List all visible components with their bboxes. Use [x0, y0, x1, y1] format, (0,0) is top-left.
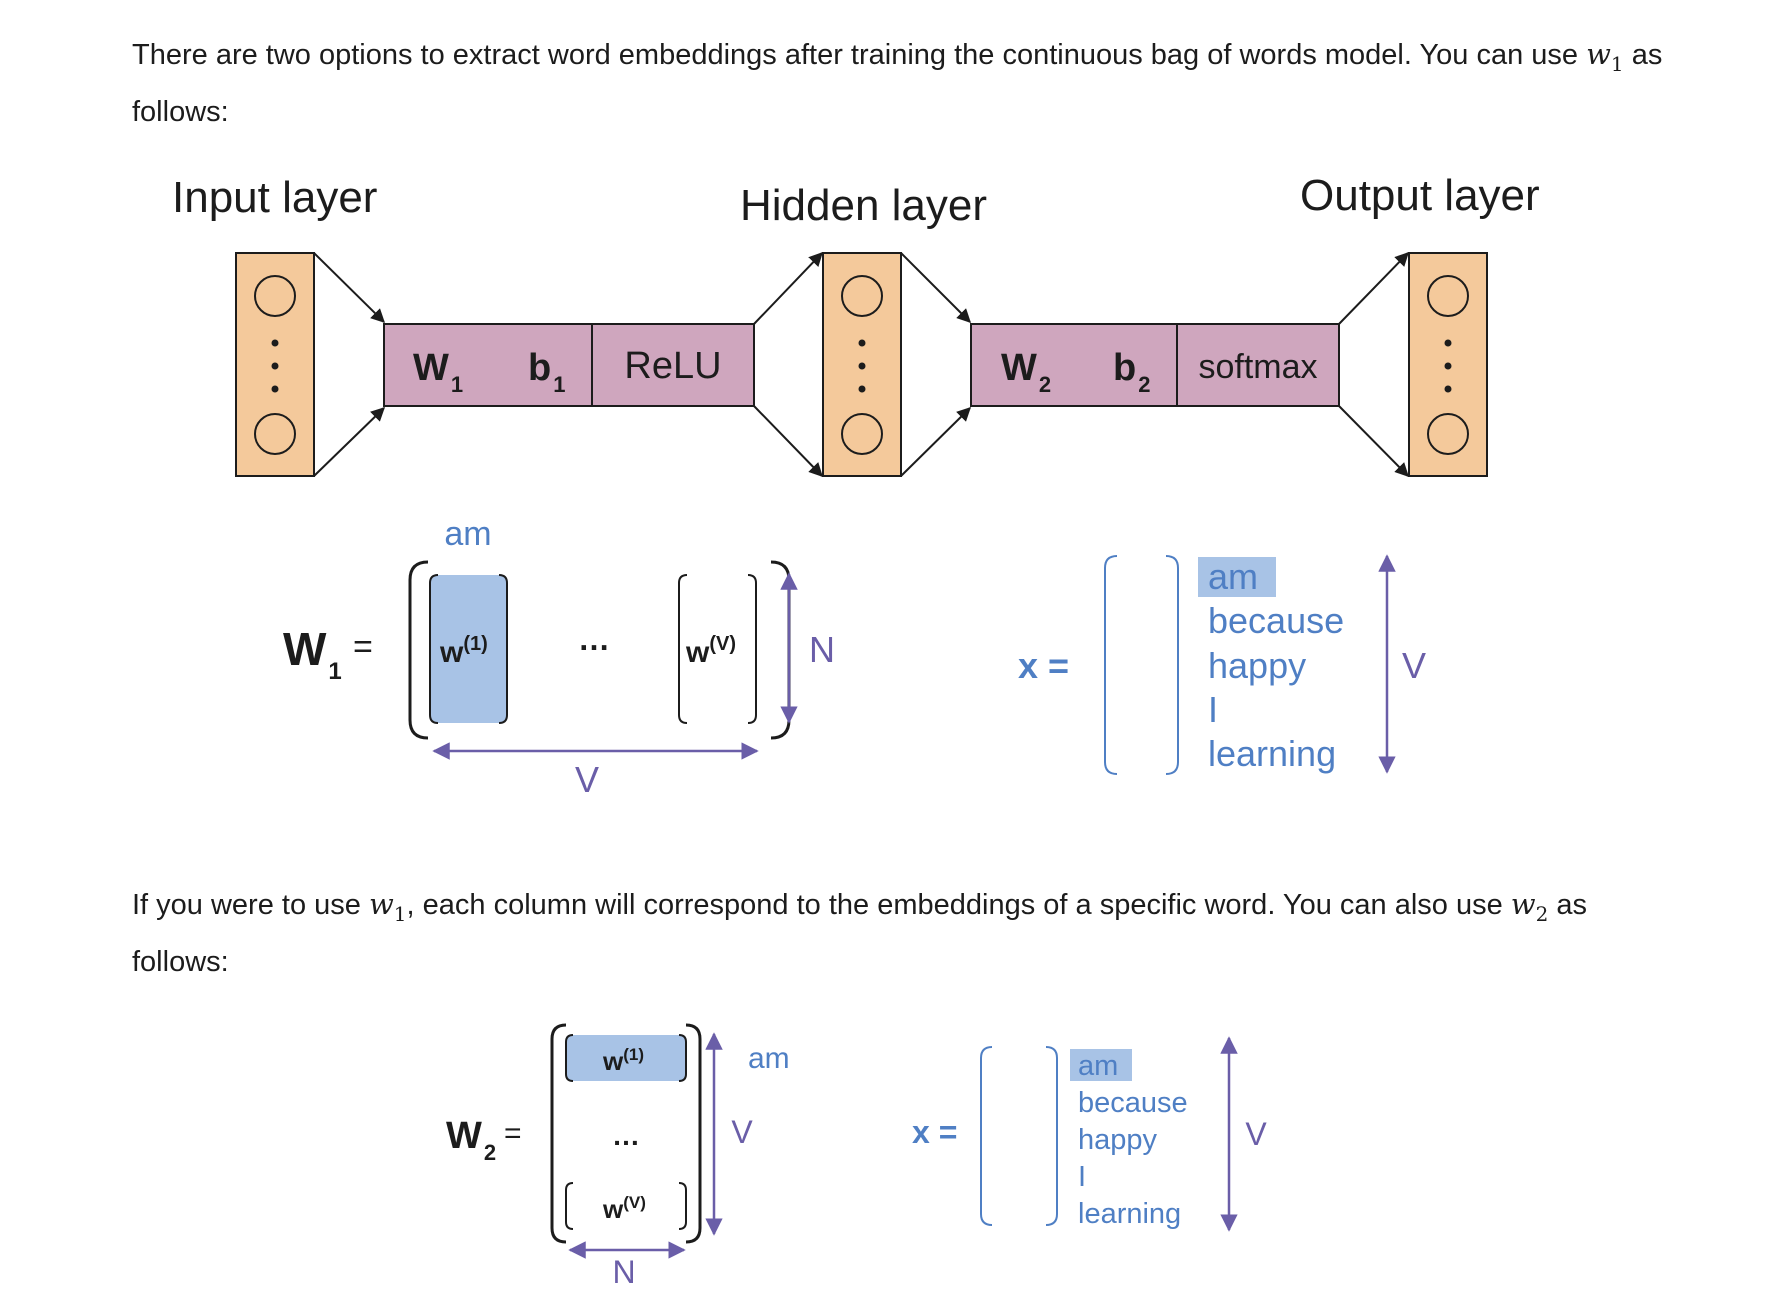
w2-equals: = [504, 1117, 522, 1150]
w2-weight-label: W2 [1001, 347, 1051, 397]
math-w2-inline: w2 [1510, 887, 1549, 926]
w1-weight-label: W1 [413, 347, 463, 397]
softmax-label: softmax [1198, 348, 1317, 386]
w2-height-label: V [731, 1114, 753, 1150]
x-vector-2: x = am because happy I learning V [912, 1036, 1267, 1232]
layer2-ops: W2 b2 softmax [970, 323, 1340, 407]
x-vector-2-word: because [1078, 1087, 1188, 1119]
output-layer-label: Output layer [1300, 171, 1540, 220]
w1-matrix: W1 = am w(1) … w(V) N V [283, 515, 835, 800]
intro-text-end: as follows: [132, 39, 1663, 128]
x-vector-1-word: I [1208, 689, 1218, 730]
x-vector-2-size-label: V [1245, 1116, 1267, 1152]
second-text-a: If you were to use [132, 889, 369, 921]
w2-first-row: w(1) [602, 1045, 644, 1076]
w2-embedding-diagram: W2 = w(1) … w(V) am V N x = am because h… [446, 1023, 1267, 1290]
hidden-layer-label: Hidden layer [740, 181, 987, 230]
intro-paragraph: There are two options to extract word em… [132, 30, 1672, 136]
input-layer [235, 252, 315, 477]
relu-label: ReLU [624, 345, 721, 387]
x-vector-2-word: I [1078, 1161, 1086, 1193]
layer1-ops: W1 b1 ReLU [383, 323, 755, 407]
b1-bias-label: b1 [528, 347, 565, 397]
x-vector-1-word: am [1208, 556, 1258, 597]
second-paragraph: If you were to use w1, each column will … [132, 880, 1672, 986]
b2-bias-label: b2 [1113, 347, 1150, 397]
math-w1-inline: w1 [368, 887, 407, 926]
x-vector-1-word: because [1208, 600, 1344, 641]
w1-first-column: w(1) [439, 633, 488, 669]
w2-last-row: w(V) [602, 1193, 646, 1224]
w2-width-label: N [612, 1254, 635, 1290]
w1-height-label: N [809, 629, 835, 670]
w1-equals: = [353, 628, 373, 666]
w2-matrix: W2 = w(1) … w(V) am V N [446, 1023, 790, 1290]
output-layer [1408, 252, 1488, 477]
w2-ellipsis: … [612, 1120, 640, 1151]
w1-ellipsis: … [578, 621, 610, 657]
w1-column-word-label: am [444, 515, 491, 553]
second-text-b: , each column will correspond to the emb… [406, 889, 1511, 921]
w2-row-word-label: am [748, 1042, 790, 1075]
math-w1: w1 [1586, 37, 1624, 76]
w1-width-label: V [575, 759, 599, 800]
cbow-network-diagram: Input layer Hidden layer Output layer W1… [172, 171, 1540, 800]
intro-text-start: There are two options to extract word em… [132, 39, 1587, 71]
x-vector-1-word: happy [1208, 645, 1306, 686]
input-layer-label: Input layer [172, 173, 377, 222]
x-vector-1-size-label: V [1402, 645, 1426, 686]
x-vector-2-word: learning [1078, 1198, 1181, 1230]
x-vector-1-label: x = [1018, 645, 1069, 686]
x-vector-2-label: x = [912, 1114, 957, 1150]
x-vector-2-word: happy [1078, 1124, 1158, 1156]
w1-matrix-name: W1 [283, 623, 342, 685]
x-vector-2-word: am [1078, 1050, 1118, 1082]
w2-matrix-name: W2 [446, 1115, 496, 1165]
hidden-layer [822, 252, 902, 477]
x-vector-1: x = am because happy I learning V [1018, 554, 1426, 775]
second-text-c: as follows: [132, 889, 1588, 978]
w1-last-column: w(V) [685, 633, 736, 669]
x-vector-1-word: learning [1208, 733, 1336, 774]
